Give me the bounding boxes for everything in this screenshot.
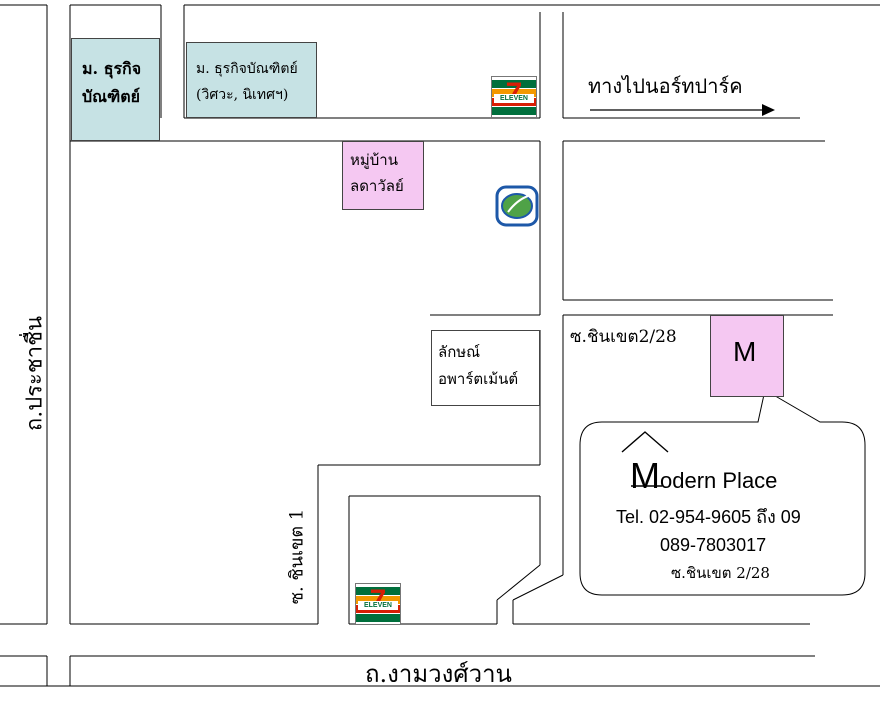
modern-place-marker-letter: M: [733, 336, 757, 367]
north-park-road-label: ทางไปนอร์ทปาร์ค: [588, 74, 743, 98]
village-label-1: หมู่บ้าน: [350, 151, 398, 169]
modern-place-mobile: 089-7803017: [660, 535, 767, 555]
university-main-label-2: บัณฑิตย์: [82, 87, 141, 106]
house-roof-icon: [621, 431, 669, 453]
seven-eleven-icon: 7 ELEVEN: [355, 583, 401, 625]
callout-bubble: [579, 389, 866, 596]
seven-eleven-text: ELEVEN: [494, 94, 534, 103]
modern-place-marker: [710, 315, 784, 397]
university-engineering-label-2: (วิศวะ, นิเทศฯ): [196, 87, 289, 103]
modern-place-title: Modern Place: [630, 452, 777, 501]
university-main-label-1: ม. ธุรกิจ: [82, 59, 142, 78]
modern-place-tel: Tel. 02-954-9605 ถึง 09: [616, 507, 801, 527]
apartment-block: [431, 330, 540, 406]
ngamwongwan-road-label: ถ.งามวงศ์วาน: [365, 660, 512, 688]
modern-place-title-rest: odern Place: [660, 468, 778, 493]
bank-logo-icon: [495, 185, 539, 227]
modern-place-title-initial: M: [630, 455, 660, 496]
university-engineering-label-1: ม. ธุรกิจบัณฑิตย์: [196, 61, 298, 77]
right-arrow-icon: [590, 104, 775, 116]
village-block: [342, 141, 424, 210]
prachachuen-road-label: ถ.ประชาชื่น: [22, 315, 48, 432]
seven-eleven-icon: 7 ELEVEN: [491, 76, 537, 118]
apartment-label-2: อพาร์ตเม้นต์: [438, 370, 519, 388]
apartment-label-1: ลักษณ์: [438, 343, 481, 361]
university-main-block: [71, 38, 160, 141]
university-engineering-block: [186, 42, 317, 118]
soi-chinkhet-2-28-label: ซ.ชินเขต2/28: [570, 327, 677, 347]
modern-place-address: ซ.ชินเขต 2/28: [671, 564, 770, 582]
seven-eleven-text: ELEVEN: [358, 601, 398, 610]
village-label-2: ลดาวัลย์: [350, 177, 404, 195]
soi-chinkhet-1-label: ซ. ชินเขต 1: [286, 508, 308, 605]
